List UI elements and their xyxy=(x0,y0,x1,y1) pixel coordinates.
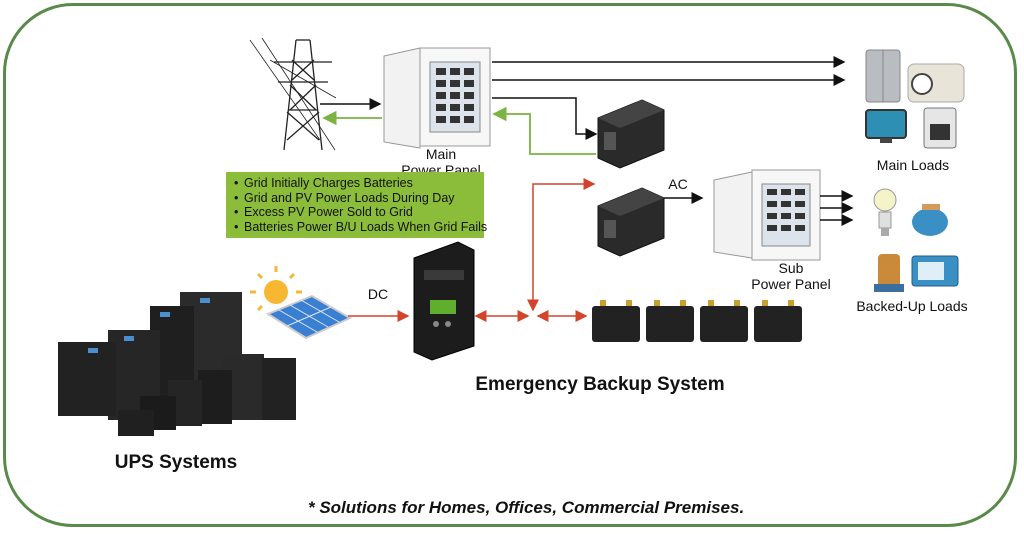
main-loads-label: Main Loads xyxy=(876,157,950,173)
dc-label: DC xyxy=(367,286,389,302)
inverter-icon-top xyxy=(597,99,665,169)
refrigerator-icon xyxy=(865,49,901,103)
sub-power-panel-label: Sub Power Panel xyxy=(746,260,836,292)
ac-label: AC xyxy=(668,176,688,192)
light-bulb-icon xyxy=(873,188,897,236)
emergency-backup-system-title: Emergency Backup System xyxy=(475,374,725,395)
stove-icon xyxy=(923,107,957,149)
main-power-panel-label-line1: Main xyxy=(425,146,457,162)
ups-cabinet-icon xyxy=(58,292,296,436)
inverter-icon-bottom xyxy=(597,187,665,257)
sub-power-panel-icon xyxy=(713,169,821,261)
diagram-frame xyxy=(3,3,1017,527)
toaster-icon xyxy=(912,204,948,236)
transmission-tower-icon xyxy=(249,37,337,151)
footer-note: * Solutions for Homes, Offices, Commerci… xyxy=(308,498,745,517)
solar-panel-icon xyxy=(265,294,353,340)
battery-icon xyxy=(592,300,802,342)
backed-up-loads-label: Backed-Up Loads xyxy=(856,298,968,314)
charge-controller-icon xyxy=(413,241,475,361)
sub-power-panel-label-line1: Sub xyxy=(778,260,804,276)
microwave-icon xyxy=(911,255,959,287)
tv-icon xyxy=(865,109,907,143)
sell-back-arrows xyxy=(322,106,596,155)
washing-machine-icon xyxy=(907,63,965,103)
mixer-icon xyxy=(874,254,904,292)
info-item: Excess PV Power Sold to Grid xyxy=(234,205,478,220)
info-box: Grid Initially Charges Batteries Grid an… xyxy=(226,172,487,238)
info-item: Grid Initially Charges Batteries xyxy=(234,176,478,191)
info-item: Batteries Power B/U Loads When Grid Fail… xyxy=(234,220,487,235)
main-power-panel-icon xyxy=(383,47,491,149)
dc-flow-arrows xyxy=(348,178,596,322)
sub-power-panel-label-line2: Power Panel xyxy=(751,276,831,292)
ups-systems-title: UPS Systems xyxy=(114,452,238,473)
ac-flow-arrows xyxy=(320,56,854,226)
info-item: Grid and PV Power Loads During Day xyxy=(234,191,478,206)
